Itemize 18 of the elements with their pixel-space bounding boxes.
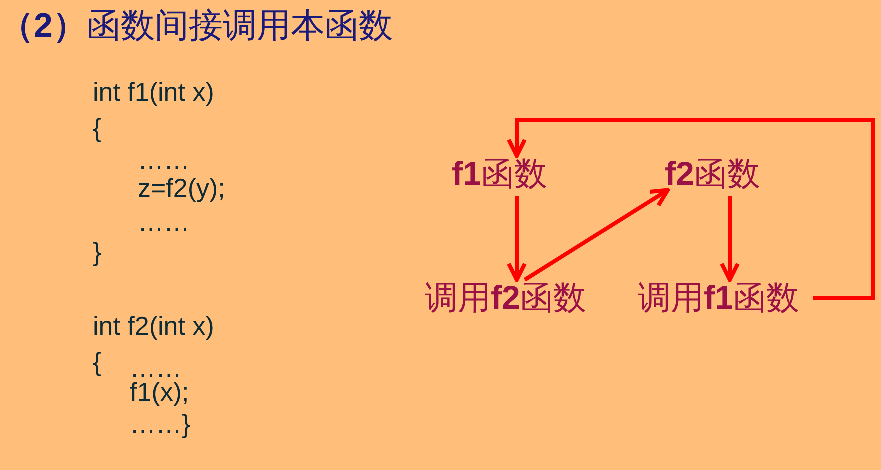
code-line: { bbox=[93, 348, 102, 377]
code-line: …… bbox=[138, 208, 190, 237]
code-line: int f1(int x) bbox=[93, 78, 214, 107]
code-line: …… bbox=[138, 146, 190, 175]
code-line: ……} bbox=[130, 410, 191, 439]
function-label: 调用f1函数 bbox=[638, 280, 800, 316]
function-label: 调用f2函数 bbox=[425, 280, 586, 316]
code-line: z=f2(y); bbox=[138, 174, 226, 203]
code-line: { bbox=[93, 114, 102, 143]
function-label: f2函数 bbox=[665, 156, 760, 192]
code-line: int f2(int x) bbox=[93, 312, 214, 341]
title: （2）函数间接调用本函数 bbox=[0, 6, 393, 47]
arrow bbox=[720, 196, 740, 282]
function-label: f1函数 bbox=[452, 156, 548, 192]
code-line: } bbox=[93, 238, 102, 267]
arrow bbox=[507, 196, 527, 282]
arrow bbox=[507, 118, 875, 300]
arrow bbox=[524, 188, 670, 282]
